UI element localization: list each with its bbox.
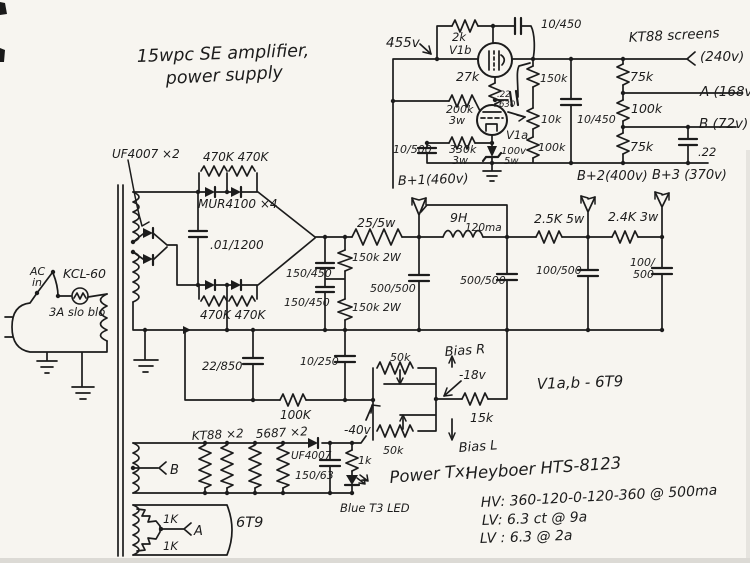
label-cap-01-1200: .01/1200	[210, 238, 264, 252]
label-pot-50k-bottom: 50k	[383, 444, 404, 457]
label-r-1k-a: 1K	[163, 512, 179, 526]
label-r-10k: 10k	[541, 113, 562, 126]
label-r-15k: 15k	[470, 410, 494, 425]
label-r-27k: 27k	[456, 69, 480, 84]
label-cap-500-500-a: 500/500	[370, 282, 416, 295]
label-v1b: V1b	[449, 43, 471, 57]
label-r-2k4-3w: 2.4K 3w	[608, 209, 659, 224]
label-bias-r: Bias R	[444, 342, 485, 360]
label-tap-a-168v: A (168v)	[699, 84, 750, 100]
label-ac-in: in	[32, 276, 42, 289]
thermistor-symbol	[71, 287, 89, 305]
label-kt88-screens: KT88 screens	[628, 25, 719, 46]
label-choke-9h: 9H	[450, 210, 468, 225]
label-r-75k-b: 75k	[630, 139, 654, 154]
label-pot-50k-top: 50k	[390, 351, 411, 364]
label-cap-10-250: 10/250	[300, 355, 339, 368]
junction-dots	[34, 23, 691, 532]
label-minus-18v: -18v	[459, 368, 487, 382]
label-choke-120ma: 120ma	[465, 222, 502, 234]
label-minus-40v: -40v	[344, 423, 372, 437]
label-r-200k-3w: 3w	[449, 114, 465, 127]
label-cap-22: .22	[497, 90, 511, 100]
label-b-plus-3: B+3 (370v)	[652, 168, 727, 183]
schematic-title-line1: 15wpc SE amplifier,	[136, 41, 309, 67]
label-cap-10-500: 10/500	[393, 143, 432, 156]
resistors	[136, 19, 639, 552]
label-6t9-heater: 6T9	[236, 515, 263, 531]
tube-v1a-internals	[482, 111, 502, 144]
label-cap-22-right: .22	[698, 145, 716, 159]
label-mur4100: MUR4100 ×4	[198, 197, 278, 211]
coils	[73, 191, 484, 556]
label-tap-b: B	[170, 463, 179, 478]
label-r-2k5-5w: 2.5K 5w	[534, 211, 585, 226]
label-ac: AC	[29, 265, 46, 278]
label-r-100k-bias: 100K	[280, 408, 312, 422]
wiring-layer	[4, 16, 743, 557]
label-cap-100-500-b1: 100/	[630, 256, 656, 269]
label-bias-l: Bias L	[458, 438, 498, 456]
label-power-tx: Power Tx:	[389, 461, 471, 487]
label-r-150k2w-a: 150k 2W	[352, 251, 402, 264]
tube-v1b-internals	[488, 50, 506, 71]
label-cap-150-450-b: 150/450	[284, 296, 330, 309]
label-r-25-5w: 25/5w	[357, 215, 396, 230]
label-cap-150-450-a: 150/450	[286, 267, 332, 280]
label-kcl-60: KCL-60	[63, 266, 106, 281]
schematic-title-line2: power supply	[164, 63, 284, 89]
label-kt88-x2: KT88 ×2	[191, 426, 244, 443]
label-blue-t3-led: Blue T3 LED	[340, 501, 410, 515]
label-5687-x2: 5687 ×2	[255, 424, 308, 441]
label-cap-150-63: 150/63	[295, 469, 334, 482]
label-v1ab-6t9: V1a,b - 6T9	[537, 372, 624, 393]
label-lv1-spec: LV: 6.3 ct @ 9a	[482, 509, 588, 529]
label-cap-22-850: 22/850	[202, 359, 242, 373]
label-470k-bottom: 470K 470K	[200, 308, 266, 322]
label-240v: (240v)	[700, 49, 744, 65]
label-cap-100-500-a: 100/500	[536, 264, 582, 277]
label-r-1k-b: 1K	[163, 539, 179, 553]
label-zener-5w: 5w	[504, 156, 519, 167]
label-r-100k-div: 100k	[631, 101, 663, 116]
label-cap-10-450-right: 10/450	[577, 113, 616, 126]
label-cap-100-500-b2: 500	[633, 268, 654, 281]
label-fuse-3a: 3A slo blo	[49, 305, 105, 319]
label-cap-500-500-b: 500/500	[460, 274, 506, 287]
label-r-150k: 150k	[540, 72, 568, 85]
label-hv-spec: HV: 360-120-0-120-360 @ 500ma	[480, 483, 717, 511]
label-tap-b-72v: B (72v)	[699, 116, 748, 132]
label-455v: 455v	[386, 35, 421, 51]
label-470k-top: 470K 470K	[203, 150, 269, 164]
label-r-150k2w-b: 150k 2W	[352, 301, 402, 314]
label-cap-630: 630	[499, 100, 515, 110]
label-v1a: V1a	[506, 128, 528, 142]
label-uf4007-heater: UF4007	[291, 450, 332, 462]
tube-v1b	[477, 42, 513, 78]
label-tap-a: A	[193, 524, 203, 539]
label-r-75k-a: 75k	[630, 69, 654, 84]
label-r-330k-3w: 3w	[452, 154, 468, 167]
label-lv2-spec: LV : 6.3 @ 2a	[480, 528, 573, 547]
arrow-barbs	[127, 45, 670, 485]
label-b-plus-1: B+1(460v)	[398, 172, 469, 189]
label-r-2k: 2k	[452, 30, 467, 44]
label-zener-100v: 100v	[501, 146, 527, 157]
label-heyboer: Heyboer HTS-8123	[465, 453, 622, 483]
label-r-100k: 100k	[538, 141, 566, 154]
label-r-200k: 200k	[446, 103, 474, 116]
label-uf4007x2: UF4007 ×2	[112, 147, 180, 161]
label-b-plus-2: B+2(400v)	[577, 169, 648, 184]
label-r-330k: 330k	[449, 143, 477, 156]
label-r-1k-led: 1k	[358, 454, 372, 467]
solids-layer	[34, 23, 691, 532]
label-cap-10-450-top: 10/450	[541, 17, 581, 31]
